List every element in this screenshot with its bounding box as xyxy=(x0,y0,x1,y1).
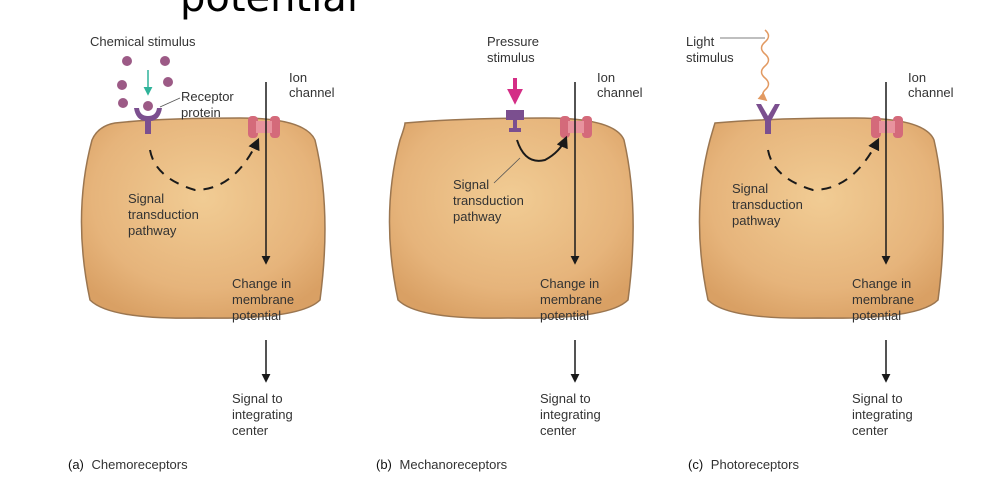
panel-b-ion-channel-label: Ion channel xyxy=(597,70,643,100)
panel-c-photoreceptor: Light stimulus Ion channel Signal transd… xyxy=(686,29,954,472)
receptor-protein-icon xyxy=(134,108,162,134)
ion-channel-icon xyxy=(871,116,903,138)
panel-c-cell xyxy=(698,117,944,319)
page-title-fragment: potential xyxy=(180,0,358,18)
panel-c-caption: (c) Photoreceptors xyxy=(688,457,799,472)
panel-a-stimulus-label: Chemical stimulus xyxy=(90,34,196,49)
panel-c-ion-channel-label: Ion channel xyxy=(908,70,954,100)
panel-b-cell xyxy=(388,117,634,319)
panel-b-caption: (b) Mechanoreceptors xyxy=(376,457,508,472)
ion-channel-icon xyxy=(560,116,592,138)
panel-c-change-label: Change in membrane potential xyxy=(852,276,918,323)
panel-b-signal-label: Signal to integrating center xyxy=(540,391,604,438)
panel-a-change-label: Change in membrane potential xyxy=(232,276,298,323)
pressure-probe-icon xyxy=(506,110,524,132)
panel-c-pathway-label: Signal transduction pathway xyxy=(732,181,806,228)
panel-a-pathway-arrow xyxy=(149,137,260,192)
panel-a-receptor-label: Receptor protein xyxy=(181,89,237,120)
panel-a-chemoreceptor: Chemical stimulus Receptor protein Ion c… xyxy=(68,34,335,472)
panel-b-pathway-leader xyxy=(493,157,521,184)
panel-a-pathway-label: Signal transduction pathway xyxy=(128,191,202,238)
panel-b-change-label: Change in membrane potential xyxy=(540,276,606,323)
receptor-leader-line xyxy=(159,97,181,108)
panel-b-mechanoreceptor: Pressure stimulus Ion channel Signal tra… xyxy=(376,34,643,472)
ion-channel-icon xyxy=(248,116,280,138)
panel-b-stimulus-label: Pressure stimulus xyxy=(487,34,543,65)
panel-b-pathway-label: Signal transduction pathway xyxy=(453,177,527,224)
panel-c-pathway-arrow xyxy=(767,137,880,192)
panel-a-ion-channel-label: Ion channel xyxy=(289,70,335,100)
panel-c-signal-label: Signal to integrating center xyxy=(852,391,916,438)
light-stimulus-wave xyxy=(757,29,770,102)
panel-a-cell xyxy=(80,117,326,319)
panel-a-signal-label: Signal to integrating center xyxy=(232,391,296,438)
molecule-icon xyxy=(117,56,173,111)
panel-c-stimulus-label: Light stimulus xyxy=(686,34,734,65)
panel-b-pathway-arrow xyxy=(516,135,568,162)
panel-a-caption: (a) Chemoreceptors xyxy=(68,457,188,472)
receptor-protein-icon xyxy=(756,104,780,134)
